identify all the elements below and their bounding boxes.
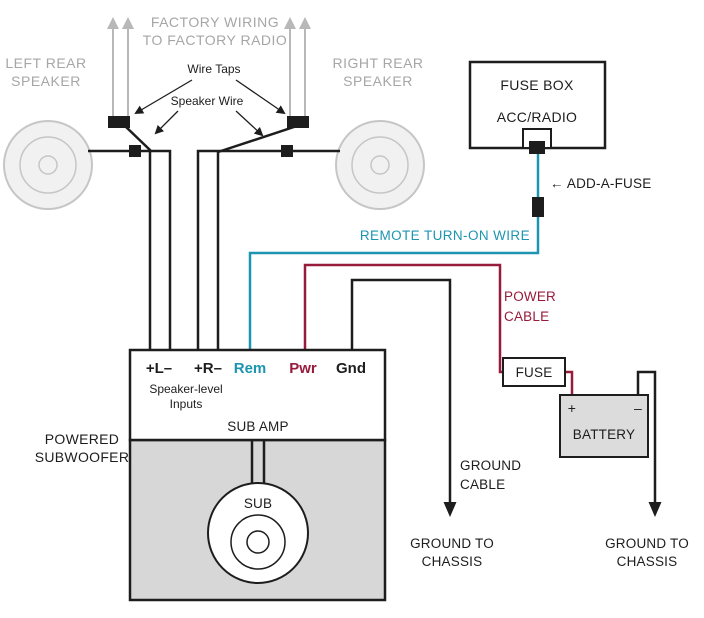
speaker-wire-label: Speaker Wire [171, 94, 244, 108]
power-cable-label: CABLE [504, 309, 549, 324]
left-speaker-mid [19, 136, 77, 194]
amp-terminal-rem: Rem [234, 360, 267, 377]
left-speaker-drawing [3, 120, 93, 210]
fuse-label: FUSE [516, 365, 553, 380]
speaker-wire-left-tap [124, 125, 152, 352]
right-speaker-center [370, 155, 390, 175]
ground-cable-wire [350, 278, 457, 517]
speaker-wire-connector-right [281, 145, 293, 157]
ground-cable-label: CABLE [460, 477, 505, 492]
left-rear-speaker-label: LEFT REAR [5, 55, 86, 71]
sub-label: SUB [244, 496, 272, 511]
right-speaker-outer [335, 120, 425, 210]
ground-to-chassis-right-label: CHASSIS [617, 554, 678, 569]
factory-wiring-label: TO FACTORY RADIO [143, 32, 288, 48]
battery-minus-terminal: – [634, 400, 642, 416]
add-a-fuse-connector [532, 197, 544, 217]
speaker-level-inputs-label: Inputs [170, 397, 203, 411]
sub-speaker-center [246, 530, 270, 554]
add-a-fuse-label: ← ADD-A-FUSE [550, 176, 651, 191]
power-cable-label: POWER [504, 289, 556, 304]
sub-speaker [207, 482, 309, 584]
label-pointer-arrows [134, 79, 286, 137]
speaker-wires [88, 116, 340, 352]
wire-tap-left [108, 116, 130, 128]
right-rear-speaker-label: SPEAKER [343, 73, 413, 89]
battery-plus-terminal: + [568, 400, 576, 416]
sub-amp-label: SUB AMP [227, 419, 288, 434]
sub-amp-box [128, 348, 387, 442]
acc-radio-label: ACC/RADIO [497, 109, 578, 125]
amp-terminal-pwr: Pwr [289, 360, 317, 377]
left-speaker-outer [3, 120, 93, 210]
speaker-level-inputs-label: Speaker-level [149, 382, 222, 396]
wire-tap-right [287, 116, 309, 128]
battery-ground-wire [636, 370, 662, 517]
fuse-box-plug [529, 141, 545, 154]
right-speaker-mid [351, 136, 409, 194]
powered-subwoofer-label: POWERED [45, 431, 119, 447]
battery-box [559, 394, 649, 458]
factory-wiring-label: FACTORY WIRING [151, 14, 279, 30]
right-speaker-drawing [335, 120, 425, 210]
speaker-wire-left [88, 149, 172, 352]
speaker-wire-right-tap [216, 124, 298, 352]
speaker-wire-connector-left [129, 145, 141, 157]
left-rear-speaker-label: SPEAKER [11, 73, 81, 89]
inline-fuse [502, 357, 566, 387]
wire-taps-label: Wire Taps [187, 62, 240, 76]
amp-terminal-right: +R– [194, 360, 222, 377]
amp-terminal-gnd: Gnd [336, 360, 366, 377]
left-speaker-center [38, 155, 58, 175]
power-cable-wire-to-battery [565, 370, 574, 395]
remote-turn-on-wire-label: REMOTE TURN-ON WIRE [360, 228, 530, 243]
power-cable-wire [303, 263, 503, 374]
speaker-wire-arrow-left [154, 110, 179, 135]
factory-wiring-arrows [107, 17, 311, 122]
wire-taps-arrow-left [134, 79, 193, 115]
ground-to-chassis-right-label: GROUND TO [605, 536, 689, 551]
right-rear-speaker-label: RIGHT REAR [332, 55, 423, 71]
battery-label: BATTERY [573, 427, 635, 442]
sub-speaker-mid [230, 514, 286, 570]
fuse-box-title: FUSE BOX [500, 77, 574, 93]
speaker-wire-arrow-right [235, 110, 264, 137]
ground-to-chassis-left-label: CHASSIS [422, 554, 483, 569]
amp-terminal-left: +L– [146, 360, 172, 377]
ground-to-chassis-left-label: GROUND TO [410, 536, 494, 551]
ground-cable-label: GROUND [460, 458, 521, 473]
wire-taps-arrow-right [235, 79, 286, 115]
speaker-wire-right [196, 149, 340, 352]
powered-subwoofer-label: SUBWOOFER [35, 449, 129, 465]
